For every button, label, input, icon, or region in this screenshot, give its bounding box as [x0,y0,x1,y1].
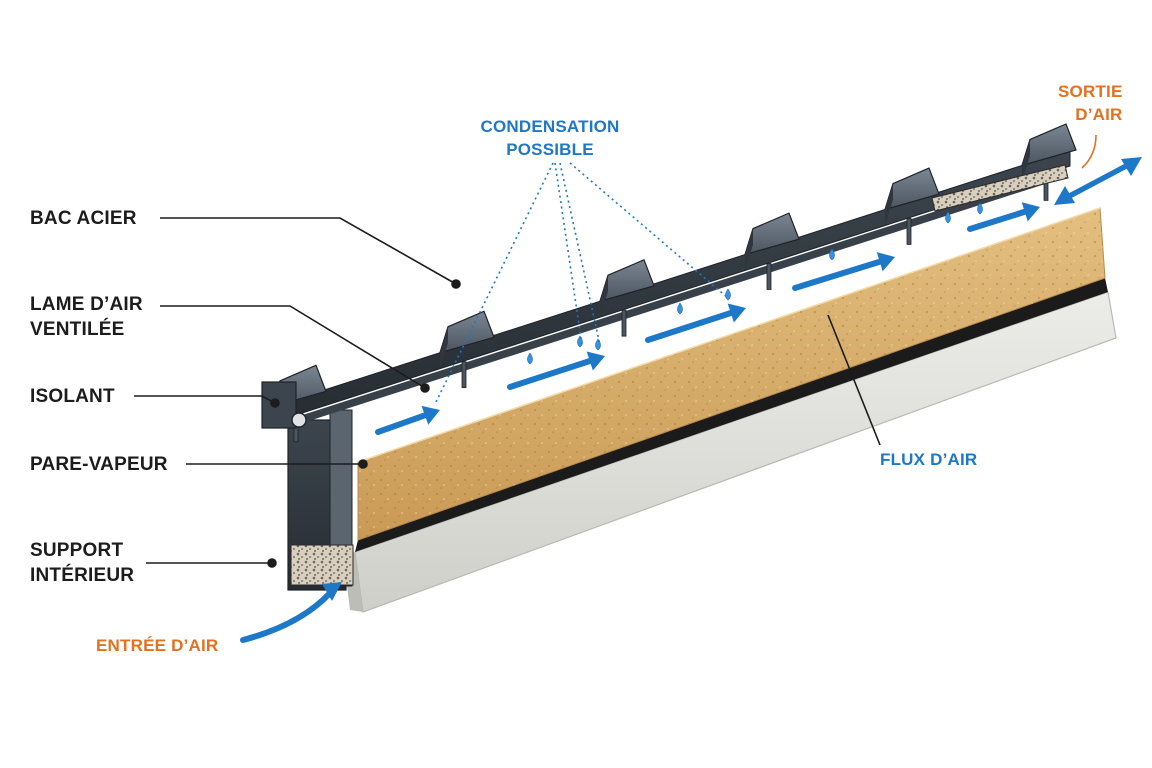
water-drop [677,302,683,315]
deck-end-cap [261,381,297,429]
inlet-arrow [240,582,342,643]
air-flow-arrows [375,202,1040,435]
label-pare-vapeur: PARE-VAPEUR [30,454,168,475]
label-sortie-air-line-1: SORTIE [1058,82,1123,101]
air-flow-arrow [645,309,734,343]
deck-hanger [766,263,772,290]
condensation-leaders [435,162,729,403]
label-isolant: ISOLANT [30,386,115,407]
leader-sortie-air [1081,134,1097,169]
steel-deck [261,123,1077,443]
leader-bac-acier [160,217,461,289]
label-support-line-2: INTÉRIEUR [30,565,135,586]
condensation-leader-1 [435,162,554,403]
label-condensation-line-2: POSSIBLE [506,140,594,159]
deck-end-roll [291,412,307,428]
deck-rib [599,258,655,303]
deck-underside [292,171,1060,427]
label-condensation: CONDENSATION POSSIBLE [470,115,630,161]
outlet-arrow [1054,157,1142,205]
label-support-line-1: SUPPORT [30,540,124,561]
air-flow-arrow-head [876,252,895,272]
insulation [357,207,1106,541]
label-bac-acier: BAC ACIER [30,208,137,229]
label-support: SUPPORT INTÉRIEUR [30,538,134,588]
leader-lame-air [160,305,430,393]
leader-isolant [134,395,280,408]
label-leaders [134,134,1097,568]
label-lame-air: LAME D’AIR VENTILÉE [30,292,143,342]
air-flow-arrow [792,258,883,291]
deck-hanger [906,218,912,245]
deck-rib [884,167,940,211]
condensation-leader-4 [569,162,729,299]
label-entree-air: ENTRÉE D’AIR [96,636,219,655]
label-condensation-line-1: CONDENSATION [480,117,620,136]
condensation-leader-3 [559,162,601,346]
water-drop [725,288,731,301]
air-flow-arrow-head [421,405,440,425]
deck-hanger [461,361,467,389]
air-flow-arrow-head [727,303,746,323]
label-sortie-air-line-2: D’AIR [1075,105,1123,124]
label-lame-air-line-2: VENTILÉE [30,319,125,340]
vapour-barrier [355,278,1108,552]
air-flow-arrow-head [1021,202,1040,222]
label-sortie-air: SORTIE D’AIR [1058,80,1123,126]
deck-rib-side [1022,139,1030,182]
deck-rib-side [885,183,893,226]
top-end-closure [931,164,1069,212]
air-flow-arrow [967,208,1028,232]
deck-rib [744,212,800,256]
air-flow-arrow [375,412,428,435]
deck-hanger [621,309,627,337]
leader-flux-air [827,314,881,446]
water-drop [945,211,951,224]
deck-rib-side [600,275,608,318]
water-drop [577,335,583,348]
deck-rib-side [745,228,753,271]
label-lame-air-line-1: LAME D’AIR [30,294,143,315]
end-frame [287,409,354,591]
deck-rib-side [440,326,448,369]
air-flow-arrow [507,357,593,390]
water-drop [977,202,983,215]
water-drop [527,352,533,365]
label-flux-air: FLUX D’AIR [880,450,978,469]
air-flow-arrow-head [586,351,605,371]
water-drop [829,248,835,261]
